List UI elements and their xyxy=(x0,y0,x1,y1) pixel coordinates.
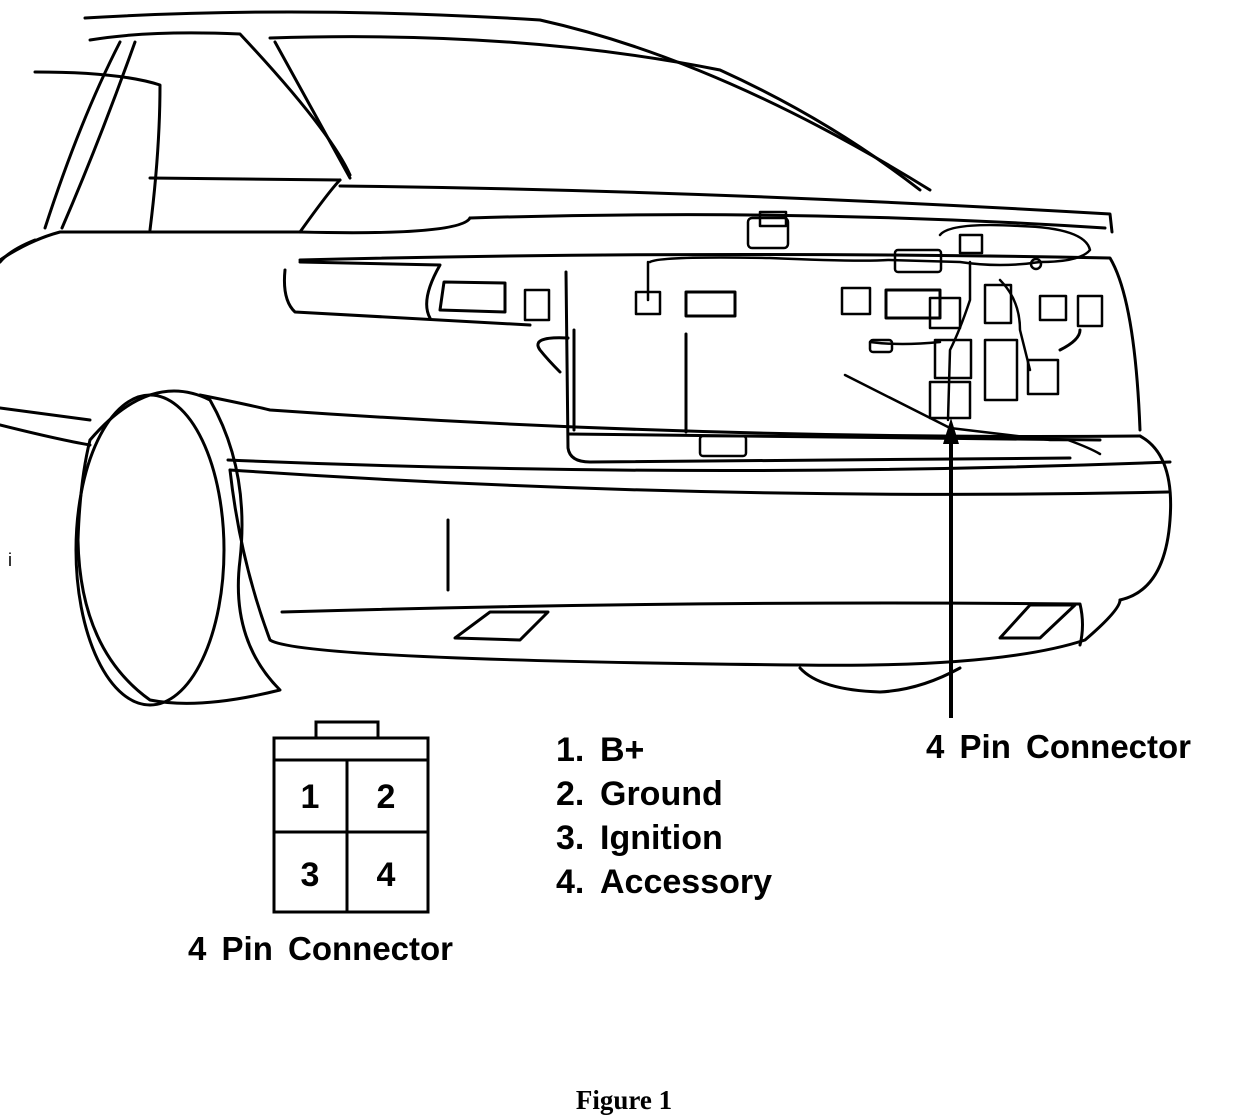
pinout-title: 4 Pin Connector xyxy=(188,930,454,967)
pin-legend: 1.B+ 2.Ground 3.Ignition 4.Accessory xyxy=(556,728,772,904)
pin-legend-item: 2.Ground xyxy=(556,775,723,813)
pin-cell-2: 2 xyxy=(376,778,396,816)
tail-light-panel xyxy=(283,252,1142,464)
pin-cell-4: 4 xyxy=(376,856,396,894)
pin-cell-3: 3 xyxy=(300,856,320,894)
harness-connectors xyxy=(523,210,1104,458)
body-side xyxy=(0,238,1173,694)
roof-and-rear-window xyxy=(33,10,932,232)
pin-legend-item: 3.Ignition xyxy=(556,819,723,857)
connector-callout-label: 4 Pin Connector xyxy=(926,728,1192,765)
pinout-box xyxy=(272,720,430,914)
callout-pointer xyxy=(943,418,959,718)
figure-caption: Figure 1 xyxy=(575,1085,673,1115)
pin-legend-item: 4.Accessory xyxy=(556,863,773,901)
trunk-lid xyxy=(0,178,1114,262)
pin-legend-item: 1.B+ xyxy=(556,731,645,769)
pin-cell-1: 1 xyxy=(300,778,320,816)
rear-wheel xyxy=(74,389,282,707)
stray-mark: i xyxy=(8,550,12,570)
